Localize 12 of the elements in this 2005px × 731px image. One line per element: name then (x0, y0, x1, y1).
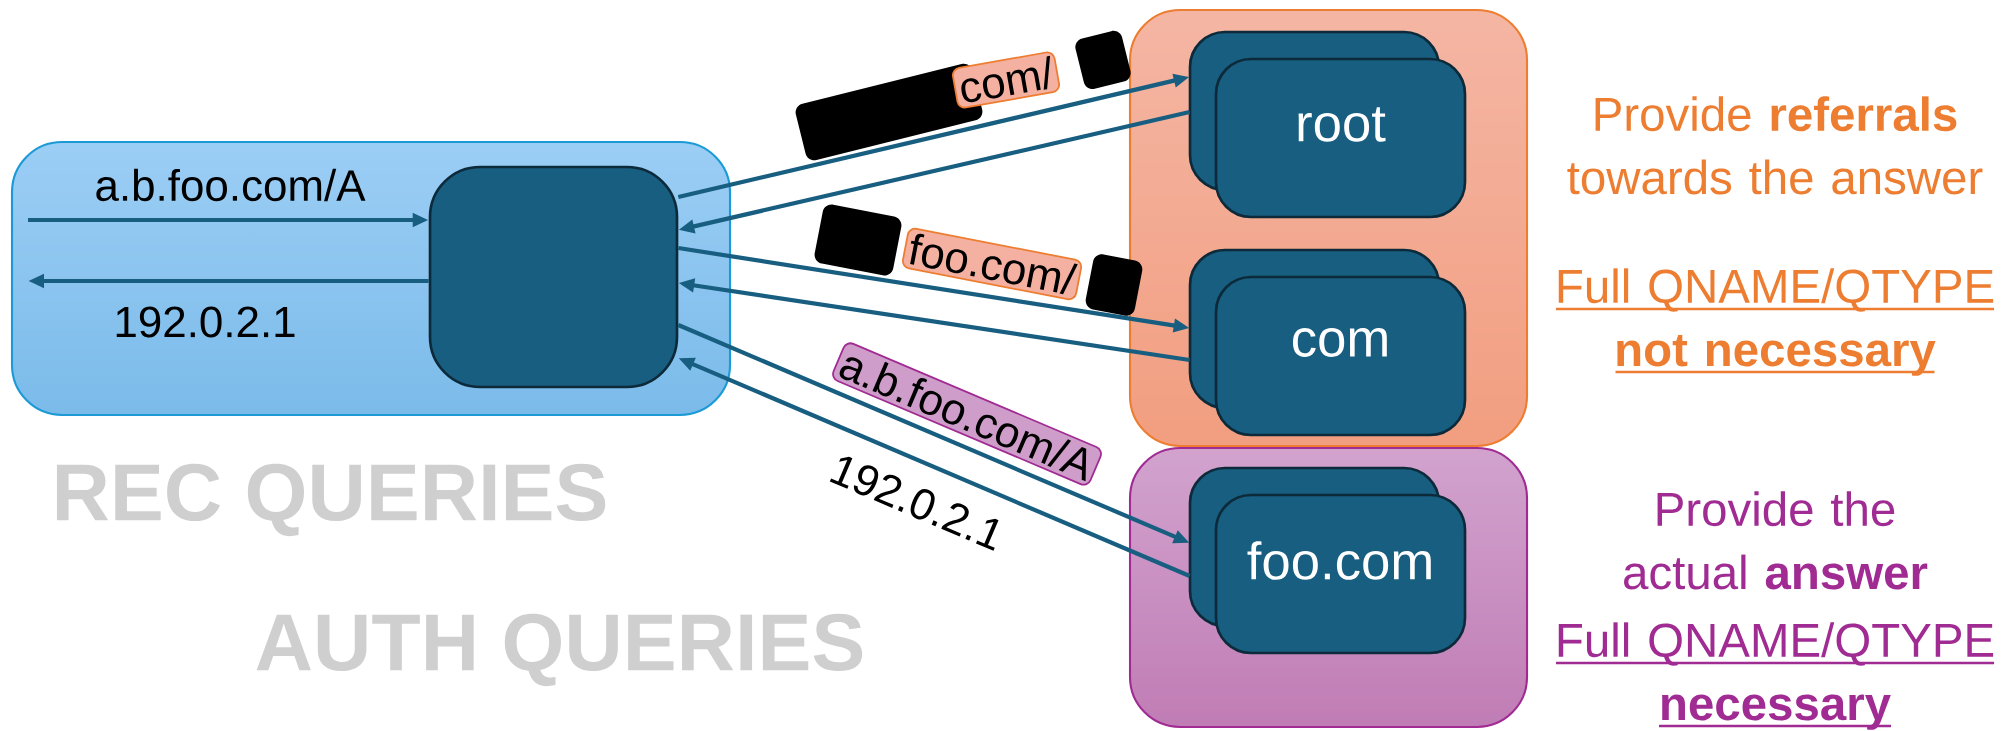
side-note: Provide referrals towards the answer (1567, 96, 1983, 195)
side-note: Provide the actual answer (1624, 491, 1928, 590)
edge-label: foo.com/ (902, 227, 1083, 301)
server-stack: com (1188, 248, 1467, 437)
resolver-box (428, 165, 679, 389)
edge-label: 192.0.2.1 (116, 306, 295, 338)
server-stack: root (1188, 30, 1467, 219)
edge-label: com/ (952, 51, 1060, 109)
side-note: Full QNAME/QTYPE necessary (1556, 622, 1994, 730)
server-stack: foo.com (1188, 466, 1467, 655)
edge-label: a.b.foo.com/A (96, 168, 366, 202)
side-note: Full QNAME/QTYPE not necessary (1556, 268, 1994, 376)
